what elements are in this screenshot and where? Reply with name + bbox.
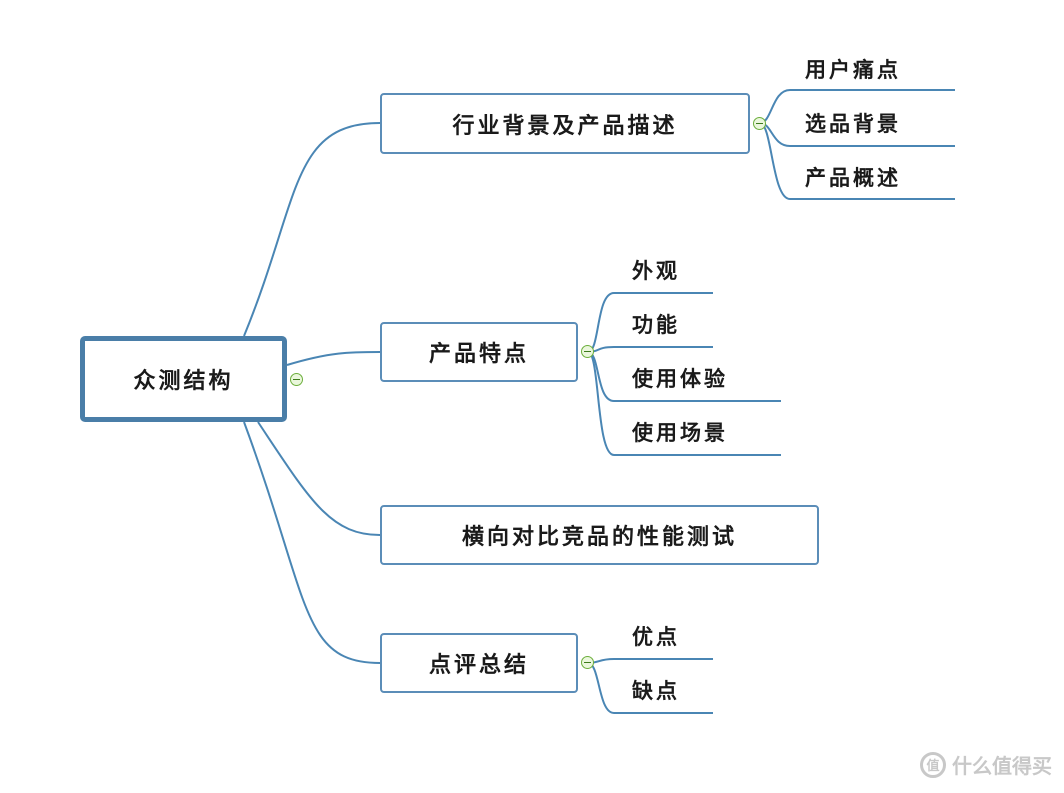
branch-product-features[interactable]: 产品特点 xyxy=(380,322,578,382)
branch-label: 行业背景及产品描述 xyxy=(452,113,678,139)
connector-root-to-branch-2 xyxy=(257,421,381,536)
branch-features-collapse-icon[interactable] xyxy=(581,345,594,358)
branch-industry-collapse-icon[interactable] xyxy=(753,117,766,130)
leaf-pros[interactable]: 优点 xyxy=(632,625,680,649)
connector-leaf-1-3 xyxy=(587,351,781,456)
root-node[interactable]: 众测结构 xyxy=(80,336,287,422)
branch-label: 横向对比竞品的性能测试 xyxy=(461,525,737,550)
root-label: 众测结构 xyxy=(133,369,234,394)
connector-root-to-branch-1 xyxy=(286,351,381,366)
connector-root-to-branch-3 xyxy=(243,421,381,664)
connector-root-to-branch-0 xyxy=(243,122,381,337)
branch-summary-collapse-icon[interactable] xyxy=(581,656,594,669)
branch-label: 点评总结 xyxy=(428,653,529,678)
leaf-cons[interactable]: 缺点 xyxy=(632,679,680,703)
connector-leaf-1-1 xyxy=(587,346,713,353)
branch-label: 产品特点 xyxy=(428,342,529,367)
leaf-selection-background[interactable]: 选品背景 xyxy=(805,112,901,136)
leaf-usage-scenarios[interactable]: 使用场景 xyxy=(632,421,728,445)
leaf-user-pain-points[interactable]: 用户痛点 xyxy=(805,58,901,82)
watermark-text: 什么值得买 xyxy=(952,754,1052,778)
watermark: 值 什么值得买 xyxy=(920,750,1052,779)
leaf-user-experience[interactable]: 使用体验 xyxy=(632,367,728,391)
watermark-logo-icon: 值 xyxy=(920,751,946,778)
branch-review-summary[interactable]: 点评总结 xyxy=(380,633,578,693)
connector-leaf-3-0 xyxy=(587,658,713,664)
root-collapse-icon[interactable] xyxy=(290,373,303,386)
leaf-function[interactable]: 功能 xyxy=(632,313,680,337)
leaf-product-overview[interactable]: 产品概述 xyxy=(805,166,901,190)
branch-competitor-test[interactable]: 横向对比竞品的性能测试 xyxy=(380,505,819,565)
leaf-appearance[interactable]: 外观 xyxy=(632,259,680,283)
branch-industry-background[interactable]: 行业背景及产品描述 xyxy=(380,93,750,154)
